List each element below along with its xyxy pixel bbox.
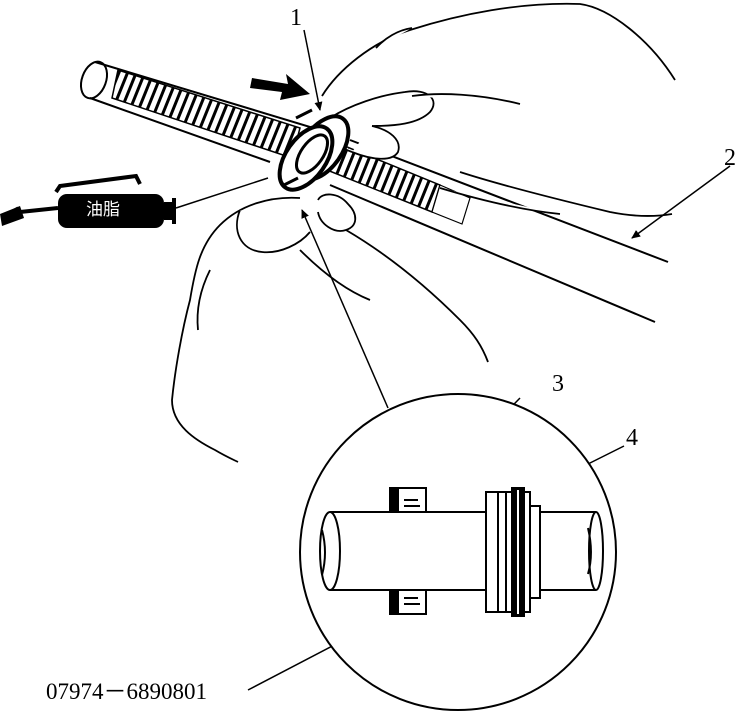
callout-2: 2 <box>724 145 736 171</box>
grease-gun-icon <box>0 173 176 228</box>
shaft <box>79 60 669 323</box>
callout-1-leader <box>303 29 323 111</box>
detail-circle <box>299 393 617 711</box>
callout-4: 4 <box>626 425 638 451</box>
callout-2-leader <box>631 165 731 239</box>
seal-ring <box>277 108 351 192</box>
callout-1: 1 <box>290 5 302 31</box>
push-direction-arrow <box>250 74 310 100</box>
detail-shaft <box>319 511 604 591</box>
grease-label: 油脂 <box>86 200 120 220</box>
callout-3: 3 <box>552 371 564 397</box>
zoom-leader <box>301 209 389 409</box>
part-number: 07974－6890801 <box>46 679 207 704</box>
detail-seal-4 <box>485 487 541 617</box>
lower-hand <box>171 193 489 463</box>
grease-gun-nozzle-line <box>175 177 269 209</box>
detail-seal-3 <box>389 487 427 615</box>
